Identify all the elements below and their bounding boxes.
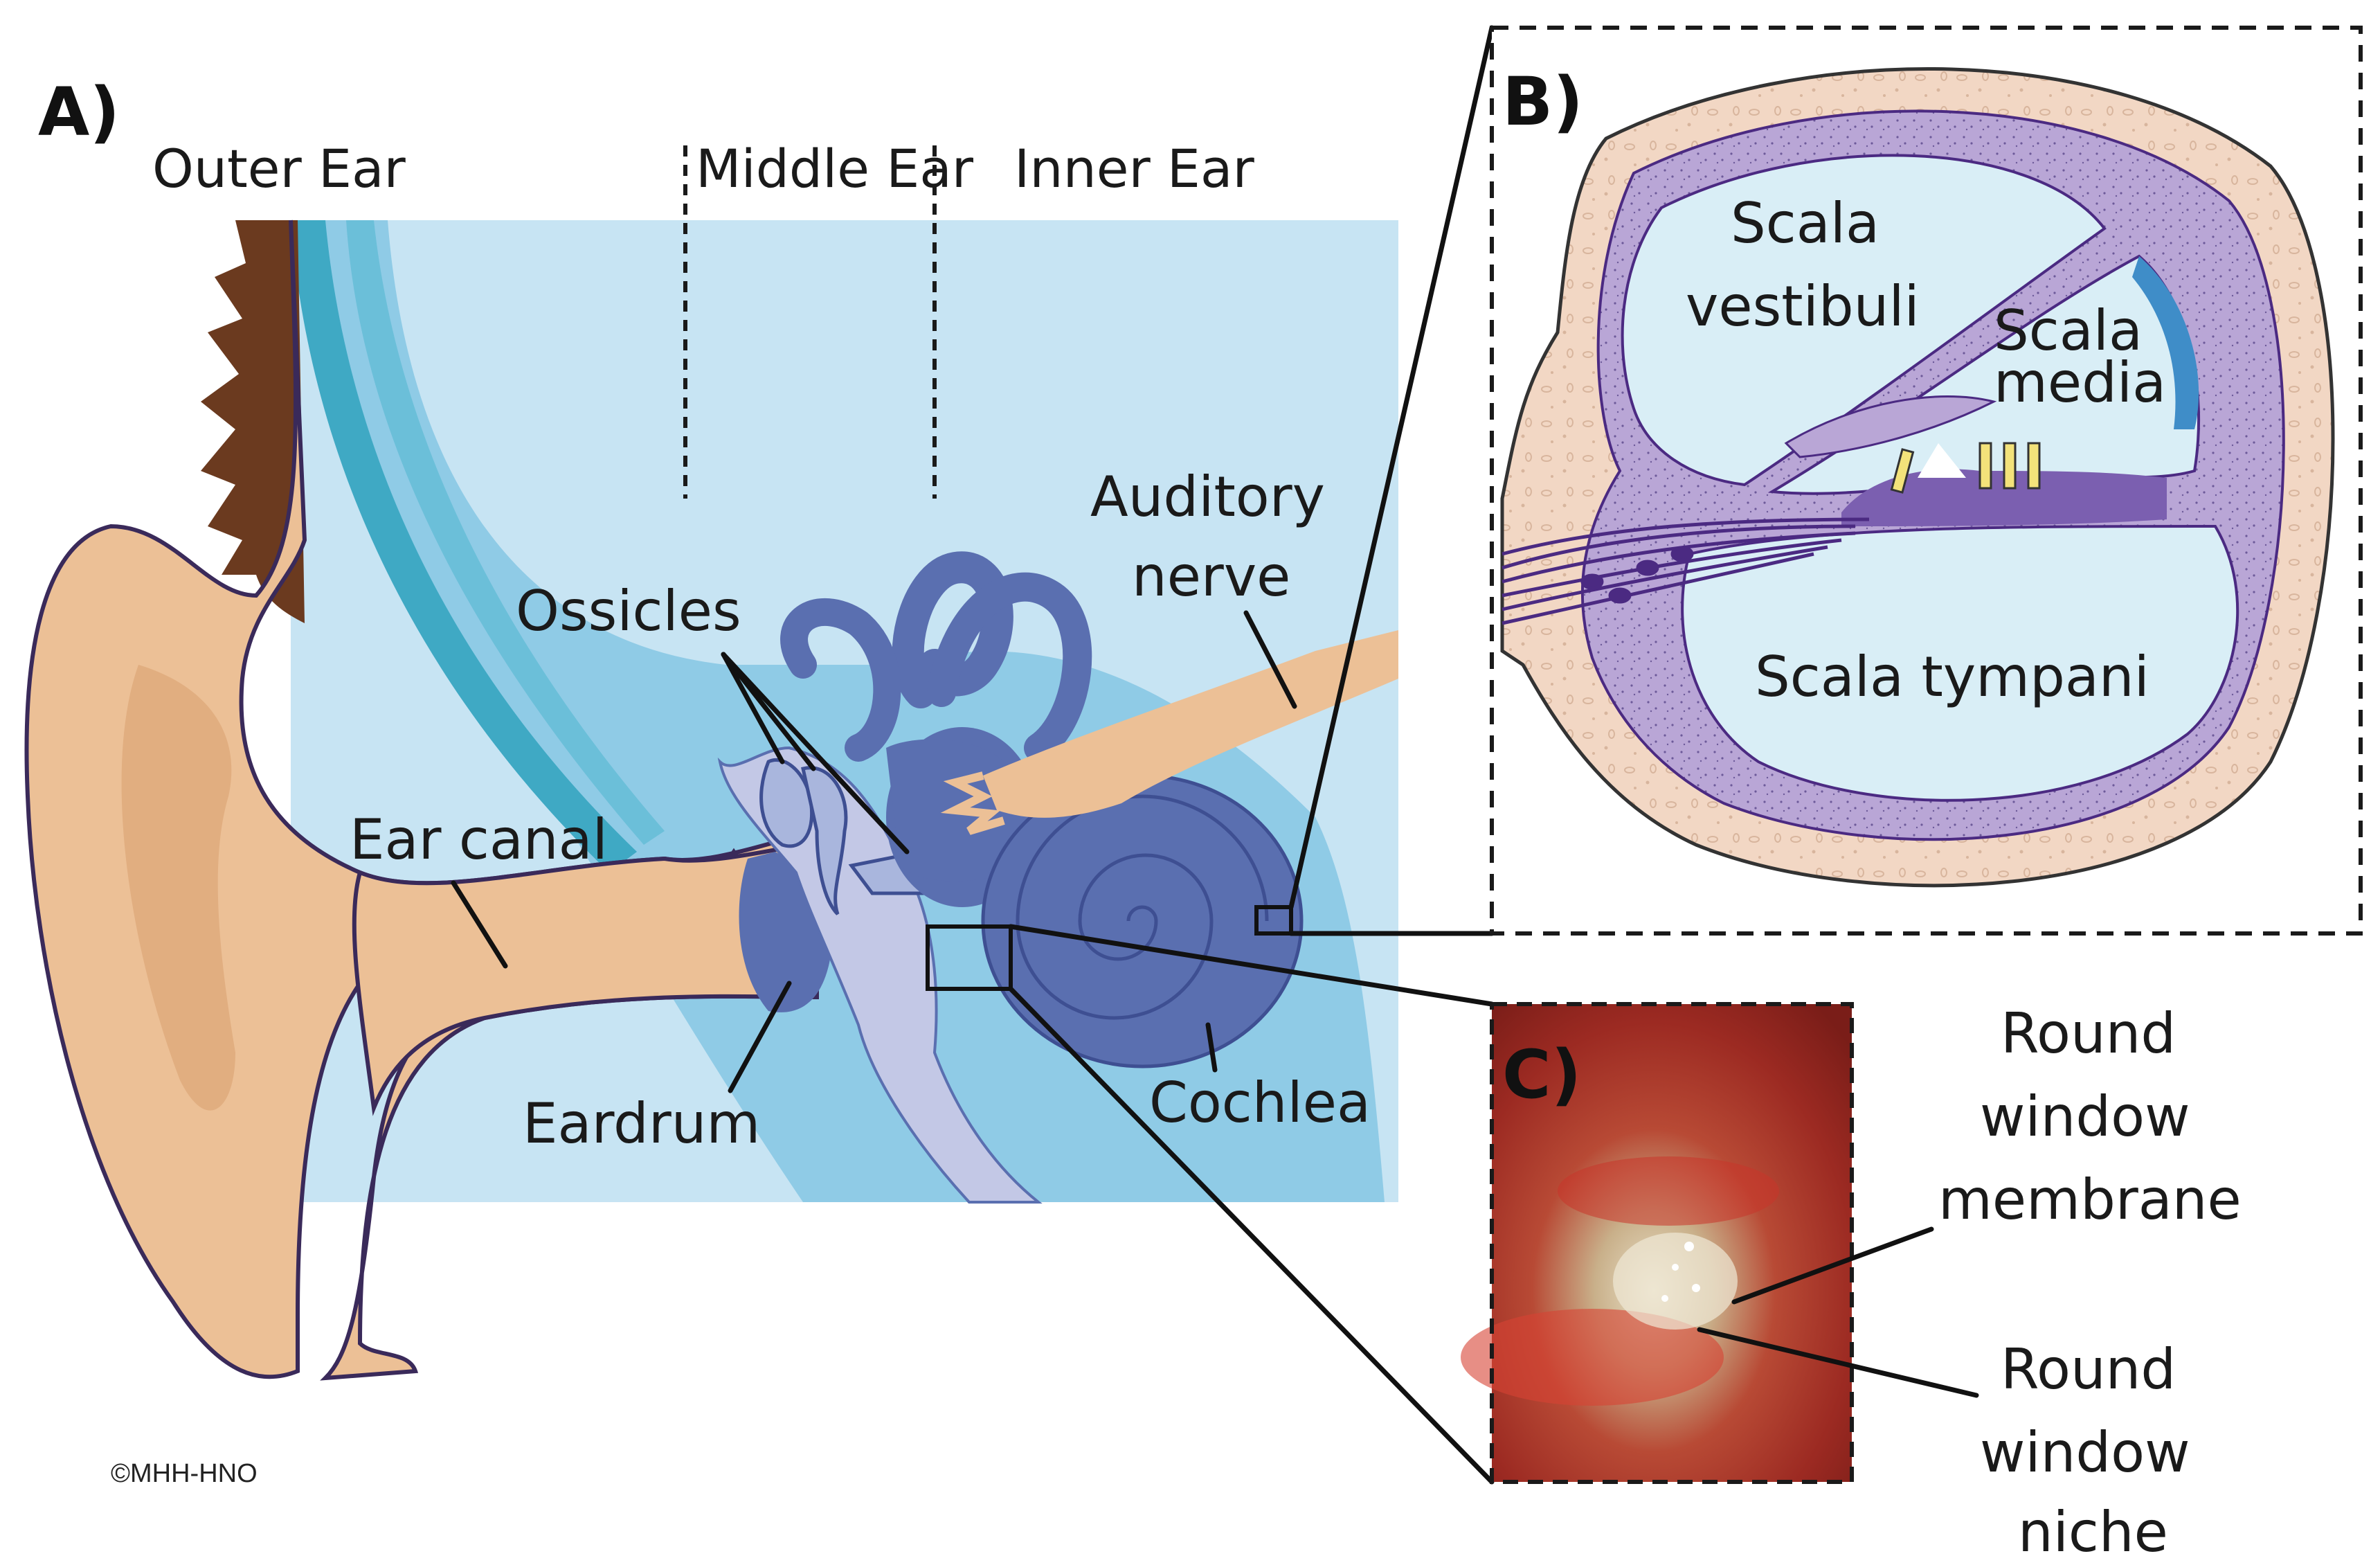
- panel-c-frame: [1490, 1002, 1854, 1484]
- label-rw-membrane-line1: Round: [2001, 1001, 2176, 1066]
- tissue-band-inner: [346, 220, 665, 845]
- scala-tympani-chamber: [1681, 524, 2239, 802]
- leader-rw-niche: [1697, 1327, 1979, 1398]
- leader-eardrum: [728, 981, 792, 1093]
- panel-b-cross-section: [1490, 26, 2363, 936]
- label-rw-niche-line2: window: [1980, 1420, 2190, 1485]
- tunnel-of-corti: [1918, 443, 1966, 478]
- label-rw-membrane-line2: window: [1980, 1084, 2190, 1149]
- label-scala-vestibuli-line1: Scala: [1731, 191, 1879, 256]
- label-auditory-nerve-line2: nerve: [1132, 544, 1290, 609]
- zoom-box-cochlea-section: [1254, 905, 1293, 936]
- spiral-ganglion-fibers: [1502, 517, 1870, 625]
- label-scala-media-line2: media: [1994, 350, 2166, 415]
- cochlea-shape: [981, 773, 1304, 1068]
- label-eardrum: Eardrum: [523, 1091, 760, 1156]
- nerve-fibers: [940, 771, 1005, 835]
- stria-vascularis: [2132, 256, 2199, 429]
- panel-c-photo: [1461, 1002, 1854, 1484]
- pinna-fold: [121, 665, 235, 1111]
- leader-lines: [451, 610, 1979, 1398]
- skin-tissue-band: [291, 220, 637, 873]
- label-ossicles: Ossicles: [516, 579, 741, 643]
- panel-label-b: B): [1502, 63, 1583, 141]
- leader-ear-canal: [451, 880, 508, 969]
- zoom-connectors: [1008, 25, 1495, 1485]
- panel-label-a: A): [38, 73, 120, 151]
- label-rw-membrane-line3: membrane: [1938, 1168, 2242, 1232]
- label-scala-tympani: Scala tympani: [1755, 645, 2149, 709]
- leader-ossicles-1: [721, 652, 785, 764]
- region-middle-ear: Middle Ear: [696, 138, 974, 199]
- region-inner-ear: Inner Ear: [1014, 138, 1255, 199]
- hair: [201, 220, 305, 623]
- region-outer-ear: Outer Ear: [152, 138, 406, 199]
- leader-rw-membrane: [1731, 1226, 1934, 1305]
- label-rw-niche-line1: Round: [2001, 1337, 2176, 1402]
- leader-auditory-nerve: [1243, 610, 1297, 709]
- label-auditory-nerve-line1: Auditory: [1090, 465, 1325, 529]
- zoom-box-round-window: [926, 924, 1013, 991]
- label-scala-vestibuli-line2: vestibuli: [1686, 274, 1920, 339]
- middle-ear-cavity: [717, 746, 1043, 1204]
- label-scala-media-line1: Scala: [1994, 298, 2143, 363]
- panel-label-c: C): [1502, 1036, 1581, 1114]
- hair-cells: [1890, 442, 2041, 494]
- label-ear-canal: Ear canal: [350, 807, 608, 872]
- scala-vestibuli-chamber: [1621, 154, 2107, 487]
- auditory-nerve-shape: [983, 630, 1398, 818]
- leader-cochlea: [1205, 1022, 1218, 1073]
- panel-a-illustration: [24, 145, 1398, 1381]
- copyright-notice: ©MHH-HNO: [111, 1459, 258, 1488]
- leader-ossicles-3: [721, 652, 910, 855]
- organ-of-corti: [1841, 469, 2167, 526]
- label-rw-niche-line3: niche: [2018, 1500, 2168, 1564]
- tectorial-membrane: [1784, 395, 1997, 458]
- label-cochlea: Cochlea: [1149, 1071, 1371, 1135]
